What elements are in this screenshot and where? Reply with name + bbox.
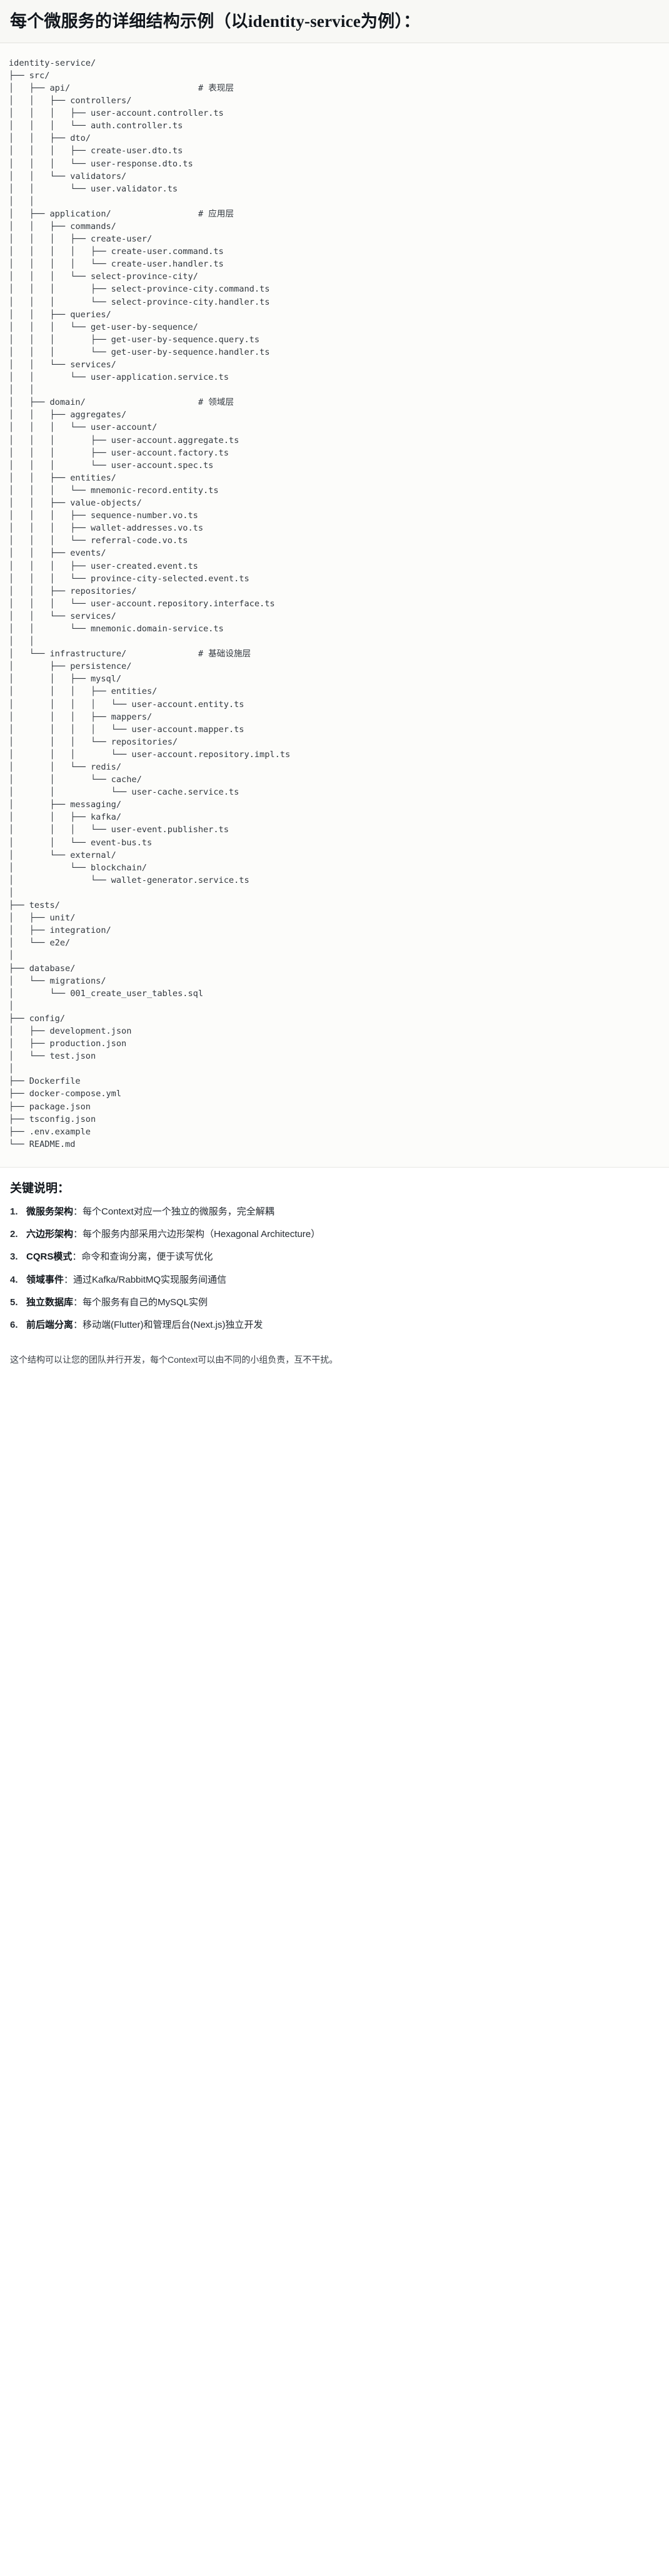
key-point-description: ：移动端(Flutter)和管理后台(Next.js)独立开发: [73, 1320, 263, 1331]
key-point-term: 领域事件: [26, 1274, 64, 1285]
key-point-term: CQRS模式: [26, 1251, 73, 1263]
key-point-item: CQRS模式：命令和查询分离，便于读写优化: [10, 1250, 659, 1265]
key-points-section: 关键说明： 微服务架构：每个Context对应一个独立的微服务，完全解耦六边形架…: [0, 1167, 669, 1347]
key-point-description: ：每个服务内部采用六边形架构（Hexagonal Architecture）: [73, 1229, 321, 1240]
key-point-item: 微服务架构：每个Context对应一个独立的微服务，完全解耦: [10, 1204, 659, 1219]
directory-tree-block: identity-service/ ├── src/ │ ├── api/ # …: [0, 43, 669, 1168]
key-point-item: 前后端分离：移动端(Flutter)和管理后台(Next.js)独立开发: [10, 1318, 659, 1333]
directory-tree: identity-service/ ├── src/ │ ├── api/ # …: [9, 58, 291, 1149]
key-point-term: 微服务架构: [26, 1206, 74, 1217]
key-point-term: 独立数据库: [26, 1296, 74, 1308]
key-point-item: 六边形架构：每个服务内部采用六边形架构（Hexagonal Architectu…: [10, 1227, 659, 1242]
key-points-heading: 关键说明：: [10, 1181, 70, 1195]
key-points-list: 微服务架构：每个Context对应一个独立的微服务，完全解耦六边形架构：每个服务…: [10, 1204, 659, 1333]
document-page: 每个微服务的详细结构示例（以identity-service为例）： ident…: [0, 0, 669, 1381]
key-point-description: ：每个Context对应一个独立的微服务，完全解耦: [73, 1206, 274, 1217]
page-title: 每个微服务的详细结构示例（以identity-service为例）：: [10, 12, 421, 31]
key-point-description: ：每个服务有自己的MySQL实例: [73, 1296, 208, 1308]
key-point-term: 六边形架构: [26, 1229, 74, 1240]
key-point-item: 领域事件：通过Kafka/RabbitMQ实现服务间通信: [10, 1273, 659, 1288]
key-point-item: 独立数据库：每个服务有自己的MySQL实例: [10, 1295, 659, 1310]
key-point-description: ：通过Kafka/RabbitMQ实现服务间通信: [64, 1274, 227, 1285]
title-band: 每个微服务的详细结构示例（以identity-service为例）：: [0, 0, 669, 43]
key-point-description: ：命令和查询分离，便于读写优化: [72, 1251, 213, 1263]
closing-paragraph: 这个结构可以让您的团队并行开发，每个Context可以由不同的小组负责，互不干扰…: [10, 1355, 338, 1365]
key-point-term: 前后端分离: [26, 1320, 74, 1331]
